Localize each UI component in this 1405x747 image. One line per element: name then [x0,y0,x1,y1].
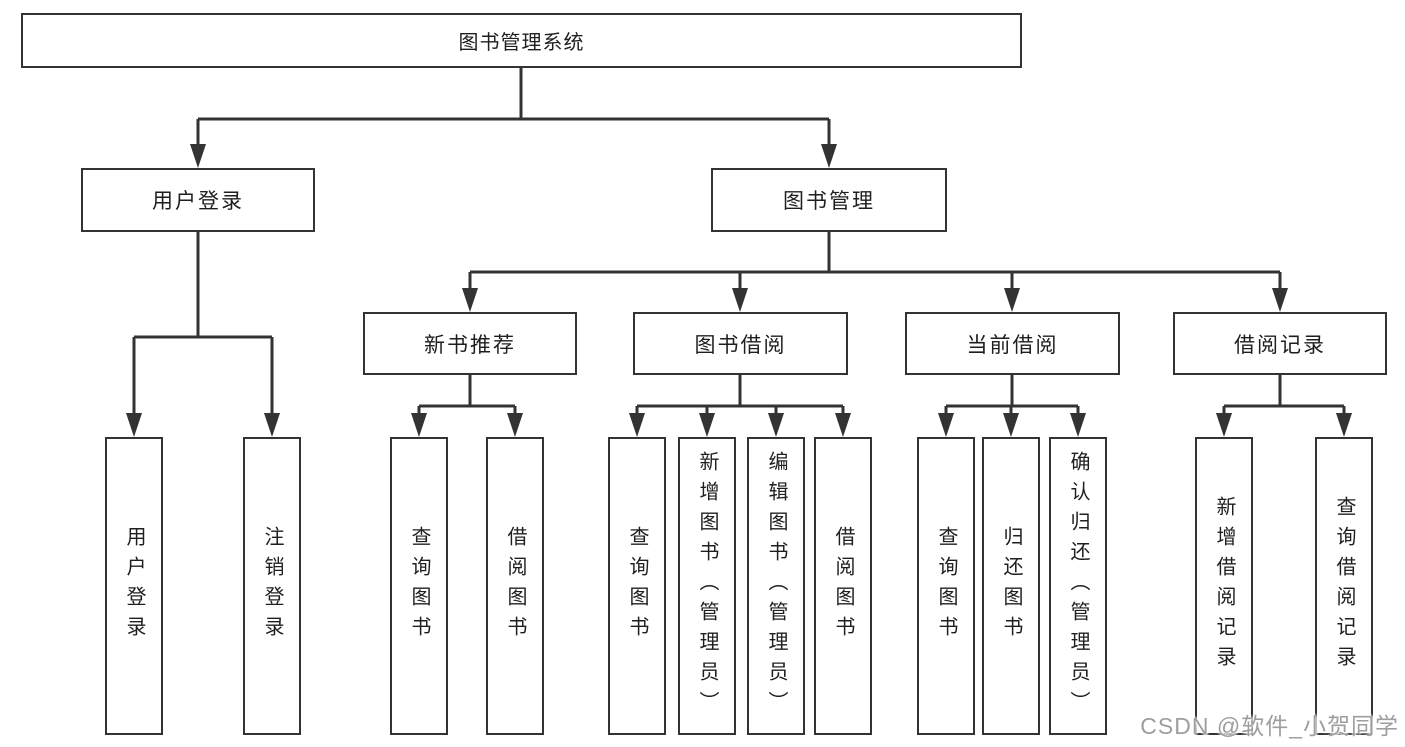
node-add-borrowing-record: 新增借阅记录 [1195,437,1253,735]
node-borrow-books-1: 借阅图书 [486,437,544,735]
node-label: 用户登录 [123,526,145,646]
node-label: 图书借阅 [694,333,787,357]
connector-rails [132,68,1346,418]
csdn-watermark: CSDN @软件_小贺同学 [1140,713,1399,739]
node-label: 新书推荐 [424,333,516,357]
node-book-management-module: 图书管理 [711,168,947,232]
node-edit-books-admin: 编辑图书（管理员） [747,437,805,735]
node-label: 图书管理系统 [458,32,585,54]
node-library-management-system: 图书管理系统 [21,13,1022,68]
node-borrowing-records: 借阅记录 [1173,312,1387,375]
node-label: 查询图书 [935,526,957,646]
node-borrow-books-2: 借阅图书 [814,437,872,735]
node-label: 查询图书 [626,526,648,646]
node-new-book-recommendation: 新书推荐 [363,312,577,375]
node-label: 归还图书 [1000,526,1022,646]
node-label: 用户登录 [152,190,244,213]
node-label: 确认归还（管理员） [1067,451,1089,721]
node-return-books: 归还图书 [982,437,1040,735]
node-logout: 注销登录 [243,437,301,735]
node-label: 查询借阅记录 [1333,496,1355,676]
node-query-books-1: 查询图书 [390,437,448,735]
node-confirm-return-admin: 确认归还（管理员） [1049,437,1107,735]
node-add-books-admin: 新增图书（管理员） [678,437,736,735]
node-label: 编辑图书（管理员） [765,451,787,721]
node-book-borrowing: 图书借阅 [633,312,848,375]
node-label: 注销登录 [261,526,283,646]
node-label: 新增借阅记录 [1213,496,1235,676]
arrowhead-icons [126,144,1352,437]
node-label: 借阅记录 [1234,333,1326,357]
node-user-login-module: 用户登录 [81,168,315,232]
node-query-borrowing-record: 查询借阅记录 [1315,437,1373,735]
node-label: 新增图书（管理员） [696,451,718,721]
node-label: 当前借阅 [966,333,1059,357]
node-user-login: 用户登录 [105,437,163,735]
node-query-books-2: 查询图书 [608,437,666,735]
node-label: 借阅图书 [832,526,854,646]
node-label: 查询图书 [408,526,430,646]
node-query-books-3: 查询图书 [917,437,975,735]
node-label: 图书管理 [783,190,875,213]
node-label: 借阅图书 [504,526,526,646]
node-current-borrowing: 当前借阅 [905,312,1120,375]
